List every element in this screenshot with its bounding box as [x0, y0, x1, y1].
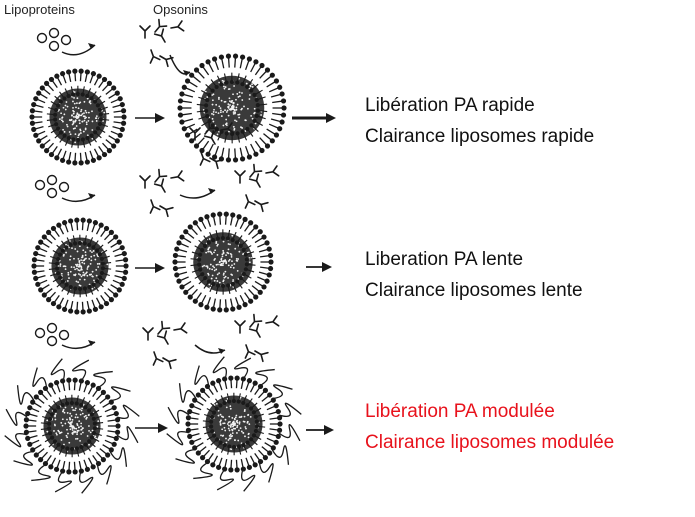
- opsonin-icon: [152, 351, 164, 366]
- lipoprotein-binding-arrow-2: [61, 193, 96, 203]
- opsonin-icon: [153, 28, 166, 43]
- opsonin-icon: [156, 330, 169, 345]
- lipoprotein-binding-arrow-3: [61, 340, 96, 350]
- opsonin-icon: [220, 122, 235, 134]
- liposome-row-1-left: [29, 68, 127, 166]
- opsonin-binding-arrow-1: [169, 54, 191, 76]
- opsonin-icon: [244, 344, 256, 359]
- opsonins-label: Opsonins: [153, 2, 208, 17]
- opsonins-row-2-b: [234, 163, 280, 213]
- polymer-coating-row-3-left: [4, 358, 140, 494]
- caption-row-1-line-2: Clairance liposomes rapide: [365, 126, 595, 147]
- opsonin-icon: [157, 320, 171, 335]
- opsonin-icon: [199, 151, 211, 166]
- opsonin-icon: [248, 173, 261, 188]
- opsonin-icon: [153, 178, 166, 193]
- opsonin-icon: [254, 350, 269, 363]
- opsonin-icon: [254, 200, 269, 213]
- opsonin-icon: [234, 170, 246, 184]
- opsonin-icon: [170, 20, 185, 32]
- liposome-row-1-opsonized: [177, 53, 287, 163]
- caption-row-2: Liberation PA lente Clairance liposomes …: [365, 244, 583, 306]
- opsonin-icon: [249, 313, 263, 328]
- opsonin-icon: [142, 327, 154, 341]
- opsonin-icon: [234, 320, 246, 334]
- opsonin-icon: [159, 205, 174, 218]
- opsonin-icon: [170, 170, 185, 182]
- arrow-row-3-a: [135, 423, 168, 433]
- opsonin-icon: [149, 199, 161, 214]
- arrow-row-2-a: [135, 263, 165, 273]
- opsonin-icon: [244, 194, 256, 209]
- opsonin-icon: [209, 157, 224, 170]
- lipoproteins-row-3: [34, 322, 70, 347]
- opsonin-binding-arrow-3: [194, 344, 226, 354]
- opsonin-icon: [139, 175, 151, 189]
- caption-row-2-line-2: Clairance liposomes lente: [365, 280, 583, 301]
- opsonin-icon: [154, 18, 168, 33]
- opsonins-row-1: [139, 18, 185, 68]
- opsonin-icon: [265, 165, 280, 177]
- lipoproteins-label: Lipoproteins: [4, 2, 75, 17]
- arrow-row-1-b: [292, 113, 336, 123]
- caption-row-3-line-2: Clairance liposomes modulée: [365, 432, 615, 453]
- opsonin-icon: [139, 25, 151, 39]
- opsonins-row-2: [139, 168, 185, 218]
- opsonin-icon: [162, 357, 177, 370]
- opsonin-icon: [189, 127, 201, 141]
- caption-row-3-line-1: Libération PA modulée: [365, 401, 555, 422]
- caption-row-1-line-1: Libération PA rapide: [365, 95, 535, 116]
- arrow-row-3-b: [306, 425, 334, 435]
- opsonin-icon: [154, 168, 168, 183]
- liposome-row-2-left: [31, 217, 129, 315]
- lipoproteins-row-2: [34, 174, 70, 199]
- opsonins-row-3: [142, 320, 188, 370]
- polymer-coating-row-3-right: [166, 356, 302, 492]
- opsonin-icon: [149, 49, 161, 64]
- caption-row-1: Libération PA rapide Clairance liposomes…: [365, 90, 594, 152]
- opsonin-icon: [173, 322, 188, 334]
- liposome-row-3-right: [185, 375, 283, 473]
- opsonin-icon: [203, 130, 216, 145]
- lipoprotein-binding-arrow-1: [61, 43, 96, 56]
- arrow-row-2-b: [306, 262, 332, 272]
- opsonin-icon: [204, 120, 218, 135]
- lipoproteins-row-1: [36, 27, 72, 52]
- caption-row-3: Libération PA modulée Clairance liposome…: [365, 396, 614, 458]
- opsonin-icon: [249, 163, 263, 178]
- liposome-row-2-right: [172, 211, 274, 313]
- arrow-row-1-a: [135, 113, 165, 123]
- opsonin-icon: [265, 315, 280, 327]
- opsonin-icon: [248, 323, 261, 338]
- opsonin-binding-arrow-2: [179, 188, 216, 199]
- liposome-row-3-left: [23, 377, 121, 475]
- opsonins-bound-row-1: [189, 120, 235, 170]
- opsonins-row-3-b: [234, 313, 280, 363]
- caption-row-2-line-1: Liberation PA lente: [365, 249, 524, 270]
